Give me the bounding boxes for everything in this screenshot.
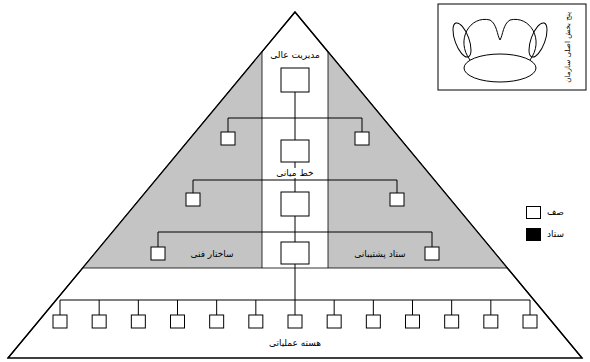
apex-label: مدیریت عالی (268, 50, 322, 61)
legend-text: صف (547, 206, 564, 219)
support-staff-label: ستاد پشتیبانی (352, 249, 407, 260)
legend-swatch (526, 228, 541, 241)
inset-caption: پنج بخش اصلی سازمان (564, 10, 573, 85)
operating-core-label: هسته عملیاتی (267, 338, 323, 349)
legend-text: ستاد (547, 228, 564, 241)
middle-line-label: خط میانی (274, 168, 315, 179)
legend-swatch (526, 206, 541, 219)
technostructure-label: ساختار فنی (188, 249, 235, 260)
